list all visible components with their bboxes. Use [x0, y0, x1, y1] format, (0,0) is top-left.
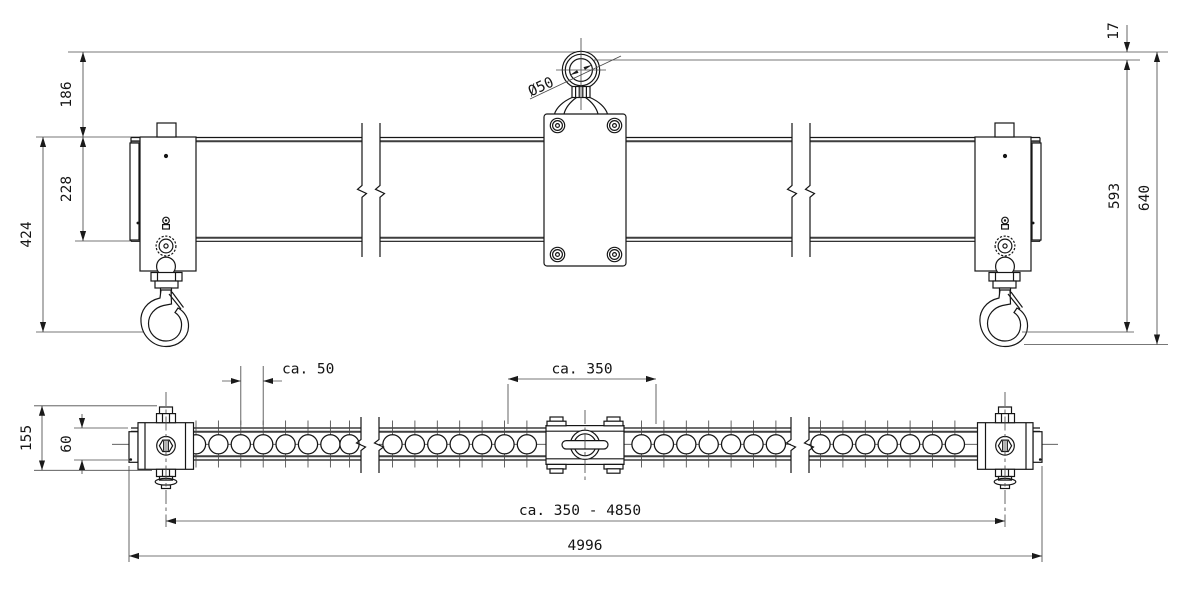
end-block-left: [128, 391, 195, 528]
dim-label-60: 60: [59, 435, 75, 452]
dim-label-424: 424: [19, 221, 35, 247]
plate-bolts: [549, 117, 623, 263]
hook-right: [979, 289, 1029, 348]
front-view-right-dimensions: [529, 25, 1168, 345]
center-plate: [543, 113, 627, 267]
dim-label-hole-pitch: ca. 50: [282, 362, 334, 378]
center-block-bottom: [545, 410, 625, 481]
break-lines-front: [356, 123, 816, 257]
end-trolley-left: [129, 122, 197, 294]
front-view-extension-lines: [36, 51, 1168, 333]
dim-label-186: 186: [59, 81, 75, 107]
hook-left: [140, 289, 190, 348]
dim-label-640: 640: [1137, 185, 1153, 211]
dim-label-overall-length: 4996: [568, 538, 603, 554]
dim-label-228: 228: [59, 176, 75, 202]
end-block-right: [976, 391, 1043, 528]
dim-label-shackle-bore: Ø50: [526, 75, 557, 101]
dim-label-ca350: ca. 350: [551, 362, 612, 378]
dim-label-range: ca. 350 - 4850: [519, 503, 641, 519]
dim-label-17: 17: [1106, 22, 1122, 39]
end-trolley-right: [974, 122, 1042, 294]
dim-label-593: 593: [1107, 183, 1123, 209]
dim-label-155: 155: [19, 425, 35, 451]
bottom-view-dimensions: [34, 366, 1043, 562]
dimension-labels: 186 228 424 Ø50 17 593 640 ca. 50 ca. 35…: [19, 22, 1153, 554]
lifting-eye-shackle: [553, 38, 609, 115]
bottom-view: [34, 366, 1058, 562]
front-view: [36, 25, 1168, 348]
break-lines-bottom: [355, 417, 815, 473]
